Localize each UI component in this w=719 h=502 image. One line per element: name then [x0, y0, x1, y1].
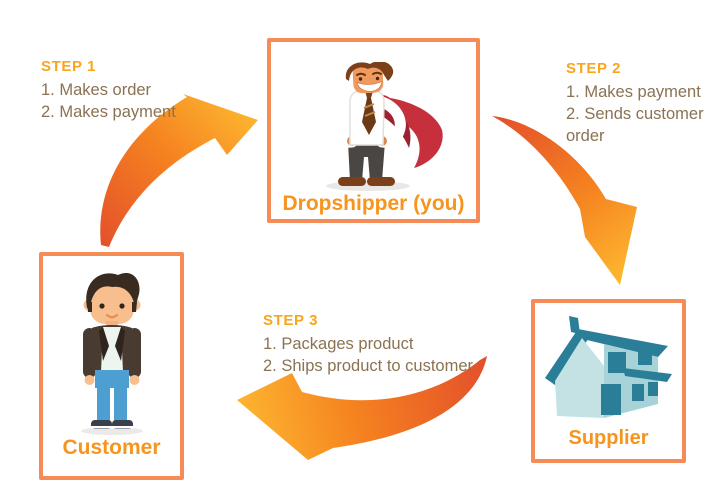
dropshipper-label: Dropshipper (you) [282, 192, 465, 215]
supplier-label: Supplier [568, 427, 649, 449]
step-1-item-2: 2. Makes payment [41, 103, 176, 121]
step-2-annotation: STEP 2 1. Makes payment 2. Sends custome… [566, 60, 718, 147]
hair-shape [85, 272, 140, 308]
step-1-item-1: 1. Makes order [41, 81, 152, 99]
step-1-title: STEP 1 [41, 58, 97, 75]
step-3-annotation: STEP 3 1. Packages product 2. Ships prod… [263, 312, 525, 377]
cape-shape [350, 93, 443, 168]
step-2-item-1: 1. Makes payment [566, 83, 701, 101]
step-3-item-2: 2. Ships product to customer [263, 357, 474, 375]
garage-door [601, 384, 621, 415]
step-2-item-2: 2. Sends customer order [566, 105, 704, 145]
customer-person-icon [80, 272, 143, 435]
dropshipper-superhero-icon [326, 62, 443, 191]
hair-shape [345, 62, 394, 81]
customer-node: Customer [39, 252, 184, 480]
step-1-annotation: STEP 1 1. Makes order 2. Makes payment [41, 58, 211, 123]
step-3-item-1: 1. Packages product [263, 335, 414, 353]
dropshipper-node: Dropshipper (you) [267, 38, 480, 223]
supplier-node: Supplier [531, 299, 686, 463]
step-2-title: STEP 2 [566, 60, 622, 77]
window [608, 352, 626, 373]
supplier-house-icon [545, 316, 672, 418]
customer-label: Customer [62, 436, 161, 459]
step-3-title: STEP 3 [263, 312, 319, 329]
